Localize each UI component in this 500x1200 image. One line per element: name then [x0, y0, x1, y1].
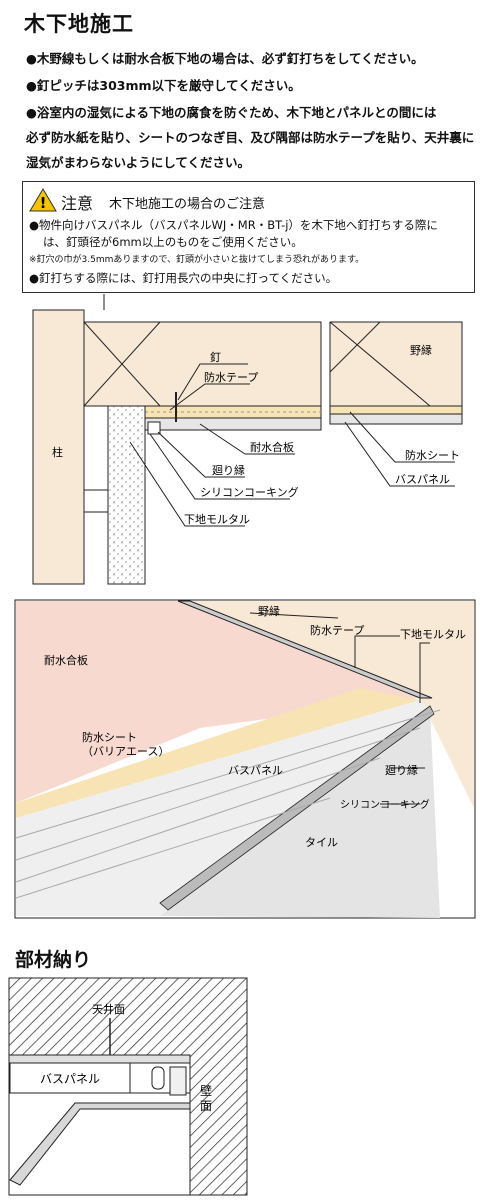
caution-box: ! 注意 木下地施工の場合のご注意 ●物件向けバスパネル（バスパネルWJ・MR・…: [22, 181, 475, 293]
label-wall-2: 面: [200, 1099, 212, 1113]
section-diagram: 柱 釘 防水テープ 耐水合板 廻り縁 シリコンコーキング 下地モルタル 野縁 防…: [32, 294, 463, 585]
label-mortar: 下地モルタル: [400, 628, 466, 641]
plywood-area: [16, 601, 420, 803]
caution-text: は、釘頭径が6mm以上のものをご使用ください。: [43, 235, 303, 249]
label-silicone: シリコンコーキング: [340, 798, 430, 811]
trim-profile: [151, 1066, 165, 1090]
nobuchi-block: [329, 321, 463, 407]
caution-text: ●物件向けバスパネル（バスパネルWJ・MR・BT-j）を木下地へ釘打ちする際に: [29, 218, 438, 232]
label-ceiling: 天井面: [92, 1002, 125, 1016]
nobuchi-area: [178, 601, 474, 808]
label-waterproof-tape: 防水テープ: [310, 623, 364, 637]
label-nobuchi: 野縁: [410, 343, 432, 357]
label-nobuchi: 野縁: [258, 604, 280, 618]
label-waterproof-sheet: 防水シート: [405, 448, 460, 462]
pillar: [32, 309, 85, 585]
label-mortar: 下地モルタル: [184, 513, 250, 526]
label-wall-1: 壁: [200, 1083, 212, 1098]
label-plywood: 耐水合板: [44, 653, 88, 667]
label-waterproof-sheet: 防水シート: [82, 730, 137, 744]
label-bath-panel: バスパネル: [395, 473, 450, 486]
instruction-line: ●木野線もしくは耐水合板下地の場合は、必ず釘打ちをしてください。: [26, 51, 424, 66]
parts-diagram: 天井面 バスパネル 壁 面: [8, 977, 248, 1196]
label-tile: タイル: [305, 836, 338, 849]
tile-area: [160, 710, 440, 918]
perspective-diagram: 野縁 防水テープ 下地モルタル 耐水合板 防水シート （バリアエース） バスパネ…: [14, 599, 476, 919]
instruction-line: 湿気がまわらないようにしてください。: [26, 155, 251, 170]
instruction-line: ●釘ピッチは303mm以下を厳守してください。: [26, 78, 301, 93]
trim-piece: [147, 421, 161, 435]
caution-text: ●釘打ちする際には、釘打用長穴の中央に打ってください。: [29, 271, 338, 285]
caution-subtitle: 木下地施工の場合のご注意: [109, 197, 266, 212]
label-waterproof-tape: 防水テープ: [204, 370, 258, 384]
warning-triangle-icon: !: [29, 188, 57, 212]
label-bath-panel: バスパネル: [228, 764, 283, 777]
label-nail: 釘: [210, 350, 221, 364]
waterproof-sheet-area: [16, 688, 420, 818]
bath-panel-area: [16, 700, 430, 916]
label-trim: 廻り縁: [385, 763, 418, 777]
mortar-wall: [107, 405, 146, 585]
svg-text:!: !: [40, 194, 47, 212]
label-waterproof-sheet-sub: （バリアエース）: [82, 745, 169, 758]
section-title: 部材納り: [15, 949, 92, 971]
page-title: 木下地施工: [24, 12, 134, 36]
instruction-line: 必ず防水紙を貼り、シートのつなぎ目、及び隅部は防水テープを貼り、天井裏に: [26, 130, 475, 145]
label-bath-panel: バスパネル: [40, 1072, 100, 1086]
label-pillar: 柱: [52, 445, 63, 459]
instruction-line: ●浴室内の湿気による下地の腐食を防ぐため、木下地とパネルとの間には: [26, 105, 437, 120]
caution-title: 注意: [61, 194, 94, 213]
label-trim: 廻り縁: [212, 463, 245, 477]
label-silicone: シリコンコーキング: [200, 485, 299, 499]
bath-panel-layer: [144, 417, 322, 431]
caution-note: ※釘穴の巾が3.5mmありますので、釘頭が小さいと抜けてしまう恐れがあります。: [29, 255, 365, 265]
label-plywood: 耐水合板: [250, 440, 294, 454]
